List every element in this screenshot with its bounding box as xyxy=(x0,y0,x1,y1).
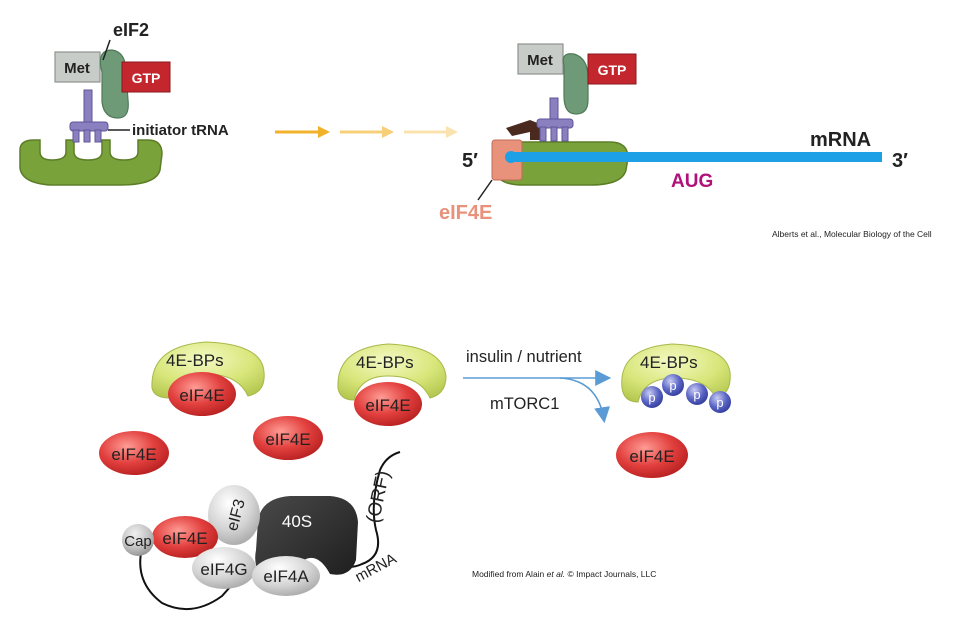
4ebp-label-2: 4E-BPs xyxy=(356,353,414,372)
eif4a-blob xyxy=(252,556,320,596)
svg-text:p: p xyxy=(716,395,723,410)
citation-alain: Modified from Alain et al. © Impact Jour… xyxy=(472,569,656,579)
svg-text:p: p xyxy=(669,378,676,393)
met-box xyxy=(54,51,101,83)
five-prime-label: 5′ xyxy=(462,150,478,172)
three-prime-label: 3′ xyxy=(892,150,908,172)
phosphate-group-3: p xyxy=(686,383,708,405)
small-ribosomal-subunit xyxy=(19,139,163,186)
cap-label: Cap xyxy=(124,533,152,550)
top-left-initiation-complex: Met eIF2 GTP initiator tRNA xyxy=(19,20,229,186)
eif4e-label-3: eIF4E xyxy=(265,430,310,449)
arrow-3 xyxy=(404,126,458,138)
phospho-4ebp: 4E-BPs p p p p xyxy=(621,343,731,413)
top-right-scanning-complex: Met GTP 5′ 3′ mRNA AUG eIF4E xyxy=(439,43,908,224)
met-label: Met xyxy=(64,60,90,77)
4ebp-label-3: 4E-BPs xyxy=(640,353,698,372)
arrow-1 xyxy=(275,126,330,138)
eif4e-blob-5 xyxy=(616,432,688,478)
transition-arrows xyxy=(275,126,458,138)
mrna-label-bottom: mRNA xyxy=(352,550,399,586)
mrna-strand xyxy=(508,152,882,162)
svg-text:p: p xyxy=(648,390,655,405)
eif4e-blob-1 xyxy=(168,372,236,416)
free-eif4e-2: eIF4E xyxy=(253,416,323,460)
eif4e-blob-3 xyxy=(253,416,323,460)
mrna-loop xyxy=(139,547,239,611)
gtp-label: GTP xyxy=(132,70,161,86)
40s-label: 40S xyxy=(282,512,312,531)
eif4e-blob-4 xyxy=(354,382,422,426)
phosphate-group-1: p xyxy=(641,386,663,408)
cap-sphere xyxy=(122,524,154,556)
eif4e-label-2: eIF4E xyxy=(111,445,156,464)
4ebp-eif4e-complex-1: 4E-BPs eIF4E xyxy=(151,341,265,416)
eif4e-label-4: eIF4E xyxy=(365,396,410,415)
eif4g-label: eIF4G xyxy=(200,560,247,579)
cap-dependent-initiation-complex: 40S eIF3 eIF4E Cap eIF4G eIF4A (ORF) mRN… xyxy=(122,451,401,611)
phosphate-group-4: p xyxy=(709,391,731,413)
eif4a-label: eIF4A xyxy=(263,567,309,586)
gtp-box-2 xyxy=(587,53,637,85)
eif4e-label-5: eIF4E xyxy=(629,447,674,466)
insulin-nutrient-label: insulin / nutrient xyxy=(466,348,582,366)
eif4e-blob-init xyxy=(152,516,218,558)
eif4g-blob xyxy=(192,547,256,589)
initiator-trna-2 xyxy=(536,97,574,142)
4ebp-cap-shape-2 xyxy=(337,343,447,401)
gtp-box xyxy=(121,61,171,93)
4ebp-label-1: 4E-BPs xyxy=(166,351,224,370)
citation-alberts: Alberts et al., Molecular Biology of the… xyxy=(772,229,932,239)
free-eif4e-1: eIF4E xyxy=(99,431,169,475)
orf-label: (ORF) xyxy=(363,469,395,525)
aug-label: AUG xyxy=(671,171,713,192)
svg-text:p: p xyxy=(693,387,700,402)
initiator-trna-label: initiator tRNA xyxy=(132,122,229,139)
mrna-cap xyxy=(505,151,517,163)
arrow-2 xyxy=(340,126,394,138)
signal-arrows: insulin / nutrient mTORC1 xyxy=(463,348,612,424)
mrna-label: mRNA xyxy=(810,129,871,151)
eif2-blob-2 xyxy=(562,53,589,115)
eif4e-label-1: eIF4E xyxy=(179,386,224,405)
met-label-2: Met xyxy=(527,52,553,69)
4ebp-eif4e-complex-2: 4E-BPs eIF4E xyxy=(337,343,447,426)
signal-arrow-branch xyxy=(559,377,611,424)
phosphate-group-2: p xyxy=(662,374,684,396)
eif4e-label-top: eIF4E xyxy=(439,202,492,224)
eif4e-label-init: eIF4E xyxy=(162,529,207,548)
eif2-label: eIF2 xyxy=(113,20,149,40)
initiator-trna xyxy=(69,89,130,143)
mtorc1-label: mTORC1 xyxy=(490,395,559,413)
gtp-label-2: GTP xyxy=(598,62,627,78)
eif4e-blob-2 xyxy=(99,431,169,475)
released-eif4e: eIF4E xyxy=(616,432,688,478)
cap-binding-factor xyxy=(506,120,540,140)
eif3-blob xyxy=(208,485,260,545)
